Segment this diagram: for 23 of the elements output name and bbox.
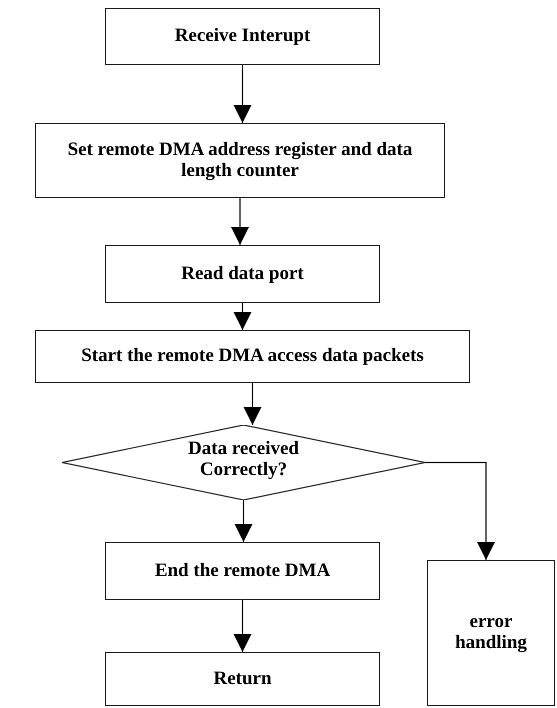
step-label: Start the remote DMA access data packets [81,346,424,367]
process-box [105,8,380,65]
process-box [35,330,470,383]
arrow [234,600,252,652]
process-box [105,542,380,600]
arrow [234,303,252,330]
process-box [105,652,380,706]
process-box [35,123,445,198]
arrow [231,198,249,245]
process-box [105,245,380,303]
step-label: Receive Interupt [174,26,310,47]
decision-diamond [62,425,425,500]
arrow [425,462,495,560]
step-label: Data received Correctly? [187,438,300,480]
step-label: End the remote DMA [154,560,330,582]
step-label: Read data port [181,264,304,284]
step-label: Return [213,668,272,690]
step-label: error handling [454,612,528,654]
process-box [427,560,555,706]
step-label: Set remote DMA address register and data length counter [66,140,414,182]
arrow [234,65,252,123]
arrow [234,500,252,542]
arrow [244,383,262,425]
